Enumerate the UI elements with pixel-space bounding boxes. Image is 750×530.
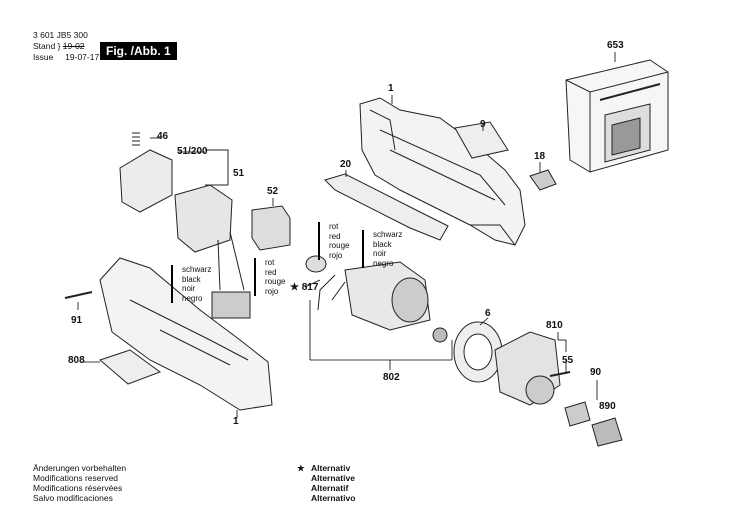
- issue-value: 19-07-17: [65, 52, 100, 62]
- part-label-51: 51: [233, 168, 245, 179]
- brush-cap-drawing: [305, 255, 327, 273]
- gear-head-drawing: [494, 331, 561, 406]
- alternative-de: Alternativ: [311, 463, 351, 473]
- label-808-drawing: [99, 349, 162, 385]
- leader-lines: [77, 52, 616, 418]
- issue-label: Issue: [33, 52, 54, 62]
- switch-assembly-drawing: [119, 149, 251, 319]
- battery-pack-drawing: [565, 59, 669, 173]
- label-plate-drawing: [454, 121, 509, 159]
- figure-label: Fig. /Abb. 1: [100, 42, 177, 60]
- part-label-20: 20: [340, 159, 352, 170]
- doc-number: 3 601 JB5 300: [33, 30, 88, 40]
- stand-value: 19-02: [62, 41, 85, 51]
- part-label-653: 653: [607, 40, 624, 51]
- alternative-fr: Alternatif: [311, 483, 349, 493]
- part-label-9: 9: [480, 119, 486, 130]
- screw-55-drawing: [549, 371, 571, 377]
- collet-drawing: [564, 401, 591, 427]
- alternative-en: Alternative: [311, 473, 355, 483]
- changes-line-fr: Modifications réservées: [33, 483, 123, 493]
- pinion-drawing: [432, 327, 448, 343]
- part-label-6: 6: [485, 308, 491, 319]
- part-label-890: 890: [599, 401, 616, 412]
- wire-note-red-right: rot red rouge rojo: [318, 222, 349, 260]
- part-label-90: 90: [590, 367, 602, 378]
- screw-91-drawing: [64, 291, 93, 299]
- part-label-51-200: 51/200: [177, 146, 208, 157]
- alternative-es: Alternativo: [311, 493, 356, 503]
- wire-note-black-right: schwarz black noir negro: [362, 230, 402, 268]
- changes-line-de: Änderungen vorbehalten: [33, 463, 127, 473]
- changes-line-en: Modifications reserved: [33, 473, 119, 483]
- wire-note-red-left: rot red rouge rojo: [254, 258, 285, 296]
- issue-row: Issue 19-07-17: [33, 52, 99, 63]
- housing-lower-drawing: [99, 257, 273, 411]
- stand-row: Stand } 19-02: [33, 41, 85, 51]
- part-label-810: 810: [546, 320, 563, 331]
- latch-drawing: [529, 169, 557, 191]
- document-header: 3 601 JB5 300 Stand } 19-02 Issue 19-07-…: [33, 30, 99, 63]
- part-label-18: 18: [534, 151, 546, 162]
- spring-drawing: [132, 132, 140, 146]
- part-label-55: 55: [562, 355, 574, 366]
- part-label-802: 802: [383, 372, 400, 383]
- changes-line-es: Salvo modificaciones: [33, 493, 113, 503]
- star-icon: ★: [297, 463, 305, 473]
- nut-drawing: [591, 417, 623, 447]
- stand-label: Stand: [33, 41, 56, 51]
- motor-drawing: [317, 261, 431, 331]
- part-label-1-bottom: 1: [233, 416, 239, 427]
- part-label-808: 808: [68, 355, 85, 366]
- wire-note-black-left: schwarz black noir negro: [171, 265, 211, 303]
- changes-notice: Änderungen vorbehalten Modifications res…: [33, 463, 126, 503]
- gear-housing-drawing: [453, 321, 503, 383]
- part-label-46: 46: [157, 131, 169, 142]
- part-label-817: ★ 817: [290, 282, 319, 293]
- part-label-91: 91: [71, 315, 83, 326]
- alternative-legend: Alternativ Alternative Alternatif Altern…: [311, 463, 355, 503]
- part-label-52: 52: [267, 186, 279, 197]
- electronic-module-drawing: [251, 205, 291, 251]
- housing-upper-drawing: [359, 97, 526, 246]
- part-label-1-top: 1: [388, 83, 394, 94]
- handle-bar-drawing: [324, 173, 449, 241]
